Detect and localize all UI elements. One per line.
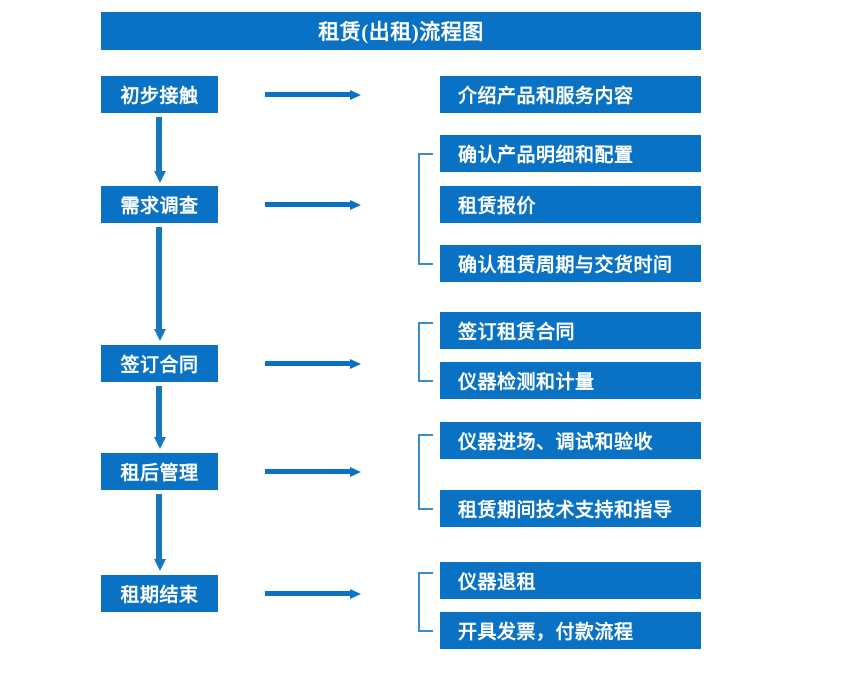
stage-box-post-rental-management[interactable]: 租后管理 [101,453,218,490]
detail-box-instrument-inspection[interactable]: 仪器检测和计量 [440,362,701,399]
detail-box-invoice-payment[interactable]: 开具发票，付款流程 [440,612,701,649]
detail-box-instrument-entry-commissioning[interactable]: 仪器进场、调试和验收 [440,422,701,459]
vertical-arrow-3 [154,386,166,449]
group-bracket-demand-survey [418,153,433,265]
stage-box-demand-survey[interactable]: 需求调查 [101,186,218,223]
stage-box-sign-contract[interactable]: 签订合同 [101,345,218,382]
vertical-arrow-4 [154,494,166,571]
stage-box-initial-contact[interactable]: 初步接触 [101,76,218,113]
detail-box-sign-rental-contract[interactable]: 签订租赁合同 [440,312,701,349]
vertical-arrow-1 [154,117,166,183]
horizontal-arrow-2 [265,200,361,210]
detail-box-rental-quotation[interactable]: 租赁报价 [440,186,701,223]
horizontal-arrow-5 [265,589,361,599]
group-bracket-sign-contract [418,322,433,382]
detail-box-technical-support[interactable]: 租赁期间技术支持和指导 [440,490,701,527]
group-bracket-rental-end [418,572,433,632]
vertical-arrow-2 [154,227,166,341]
horizontal-arrow-3 [265,359,361,369]
stage-box-rental-end[interactable]: 租期结束 [101,575,218,612]
detail-box-introduce-products[interactable]: 介绍产品和服务内容 [440,76,701,113]
diagram-title-banner: 租赁(出租)流程图 [101,12,701,50]
horizontal-arrow-1 [265,90,361,100]
horizontal-arrow-4 [265,467,361,477]
detail-box-confirm-product-details[interactable]: 确认产品明细和配置 [440,135,701,172]
group-bracket-post-rental [418,434,433,510]
detail-box-instrument-return[interactable]: 仪器退租 [440,562,701,599]
detail-box-confirm-rental-period[interactable]: 确认租赁周期与交货时间 [440,245,701,282]
